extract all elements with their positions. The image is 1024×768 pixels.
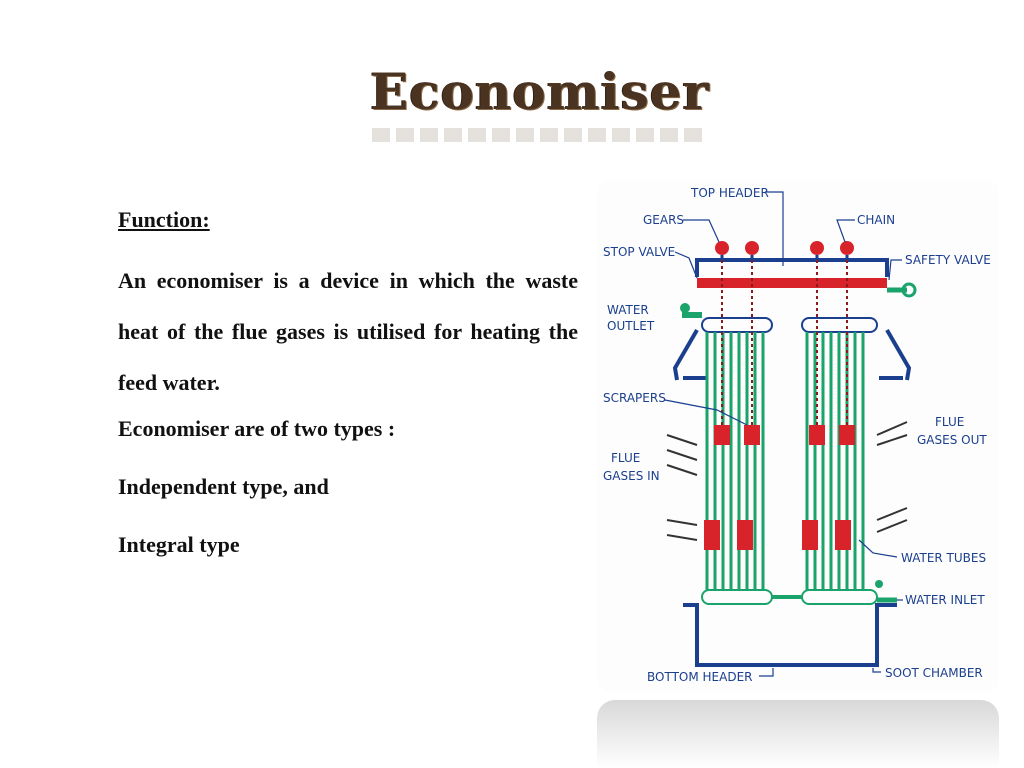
content-text: Function: An economiser is a device in w…	[118, 205, 578, 588]
label-water-outlet-1: WATER	[607, 303, 649, 317]
flue-gases-in-arrows	[666, 434, 698, 541]
lower-header-coils	[701, 589, 878, 605]
title-reflection	[372, 128, 706, 142]
label-water-inlet: WATER INLET	[905, 593, 985, 607]
label-safety-valve: SAFETY VALVE	[905, 253, 991, 267]
scrapers	[704, 425, 855, 550]
economiser-diagram: TOP HEADER GEARS CHAIN STOP VALVE SAFETY…	[597, 180, 999, 692]
label-gears: GEARS	[643, 213, 684, 227]
function-heading: Function:	[118, 207, 210, 232]
label-flue-in-1: FLUE	[611, 451, 640, 465]
chains	[721, 260, 848, 430]
label-flue-out-2: GASES OUT	[917, 433, 987, 447]
water-inlet-pipe	[875, 580, 897, 603]
gears-icon	[715, 241, 854, 260]
slide-title: Economiser	[370, 62, 710, 121]
type-integral: Integral type	[118, 532, 240, 557]
label-top-header: TOP HEADER	[690, 186, 769, 200]
types-intro: Economiser are of two types :	[118, 416, 396, 441]
soot-chamber	[683, 603, 897, 667]
label-stop-valve: STOP VALVE	[603, 245, 675, 259]
flue-gases-out-arrows	[876, 421, 908, 533]
label-water-outlet-2: OUTLET	[607, 319, 655, 333]
label-water-tubes: WATER TUBES	[901, 551, 986, 565]
diagram-reflection	[597, 700, 999, 768]
leader-lines	[664, 191, 903, 677]
diagram-background	[597, 180, 999, 692]
top-header-bar	[697, 278, 887, 288]
label-bottom-header: BOTTOM HEADER	[647, 670, 753, 684]
top-casing	[672, 258, 912, 381]
definition-paragraph: An economiser is a device in which the w…	[118, 268, 578, 395]
label-flue-out-1: FLUE	[935, 415, 964, 429]
water-outlet-pipe	[680, 303, 702, 318]
label-scrapers: SCRAPERS	[603, 391, 666, 405]
type-independent: Independent type, and	[118, 474, 329, 499]
label-soot-chamber: SOOT CHAMBER	[885, 666, 983, 680]
label-flue-in-2: GASES IN	[603, 469, 660, 483]
label-chain: CHAIN	[857, 213, 895, 227]
safety-valve-icon	[887, 282, 917, 298]
